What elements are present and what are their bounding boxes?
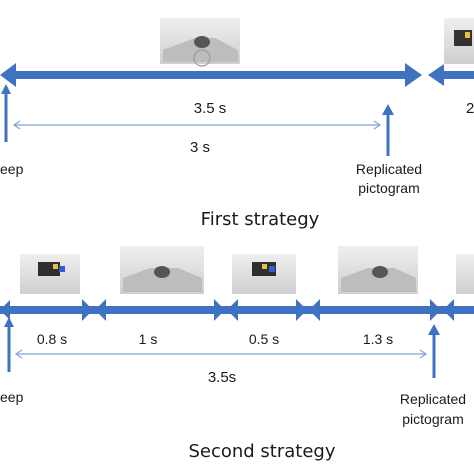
first-main-arrow bbox=[0, 63, 474, 87]
second-thumb-pictogram-image-2 bbox=[232, 254, 296, 294]
first-start-marker bbox=[1, 84, 11, 142]
second-seg1-duration: 0.8 s bbox=[37, 331, 67, 347]
second-seg2-duration: 1 s bbox=[139, 331, 158, 347]
second-start-label: eep bbox=[0, 389, 24, 405]
second-thumb-gauge-image bbox=[120, 246, 204, 294]
second-strategy-panel: 0.8 s 1 s 0.5 s 1.3 s 3.5s eep Replicate… bbox=[0, 246, 474, 462]
second-thumb-gauge-image-2 bbox=[338, 246, 418, 294]
first-strategy-title: First strategy bbox=[201, 209, 320, 230]
second-main-arrow bbox=[0, 299, 474, 321]
first-start-label: eep bbox=[0, 161, 24, 177]
first-thumb-gauge-image bbox=[160, 18, 240, 67]
first-event-label-line2: pictogram bbox=[358, 180, 419, 196]
first-thumb-pictogram-image bbox=[444, 18, 474, 64]
second-total-duration: 3.5s bbox=[208, 369, 236, 386]
second-strategy-title: Second strategy bbox=[188, 441, 335, 462]
second-event-label-line2: pictogram bbox=[402, 411, 463, 427]
second-measure-arrow bbox=[14, 349, 428, 359]
second-start-marker bbox=[4, 317, 14, 372]
second-thumb-partial-image bbox=[456, 254, 474, 294]
first-segment-duration: 3 s bbox=[190, 139, 210, 156]
second-thumb-pictogram-image bbox=[20, 254, 80, 294]
second-seg4-duration: 1.3 s bbox=[363, 331, 393, 347]
first-strategy-panel: 3.5 s 3 s 2 eep Replicated pictogram Fir… bbox=[0, 18, 474, 230]
first-next-duration: 2 bbox=[466, 100, 474, 117]
second-event-marker bbox=[428, 324, 440, 378]
second-event-label: Replicated bbox=[400, 391, 466, 407]
second-seg3-duration: 0.5 s bbox=[249, 331, 279, 347]
first-total-duration: 3.5 s bbox=[194, 100, 227, 117]
first-measure-arrow bbox=[12, 120, 382, 130]
first-event-label: Replicated bbox=[356, 161, 422, 177]
first-event-marker bbox=[382, 104, 394, 156]
